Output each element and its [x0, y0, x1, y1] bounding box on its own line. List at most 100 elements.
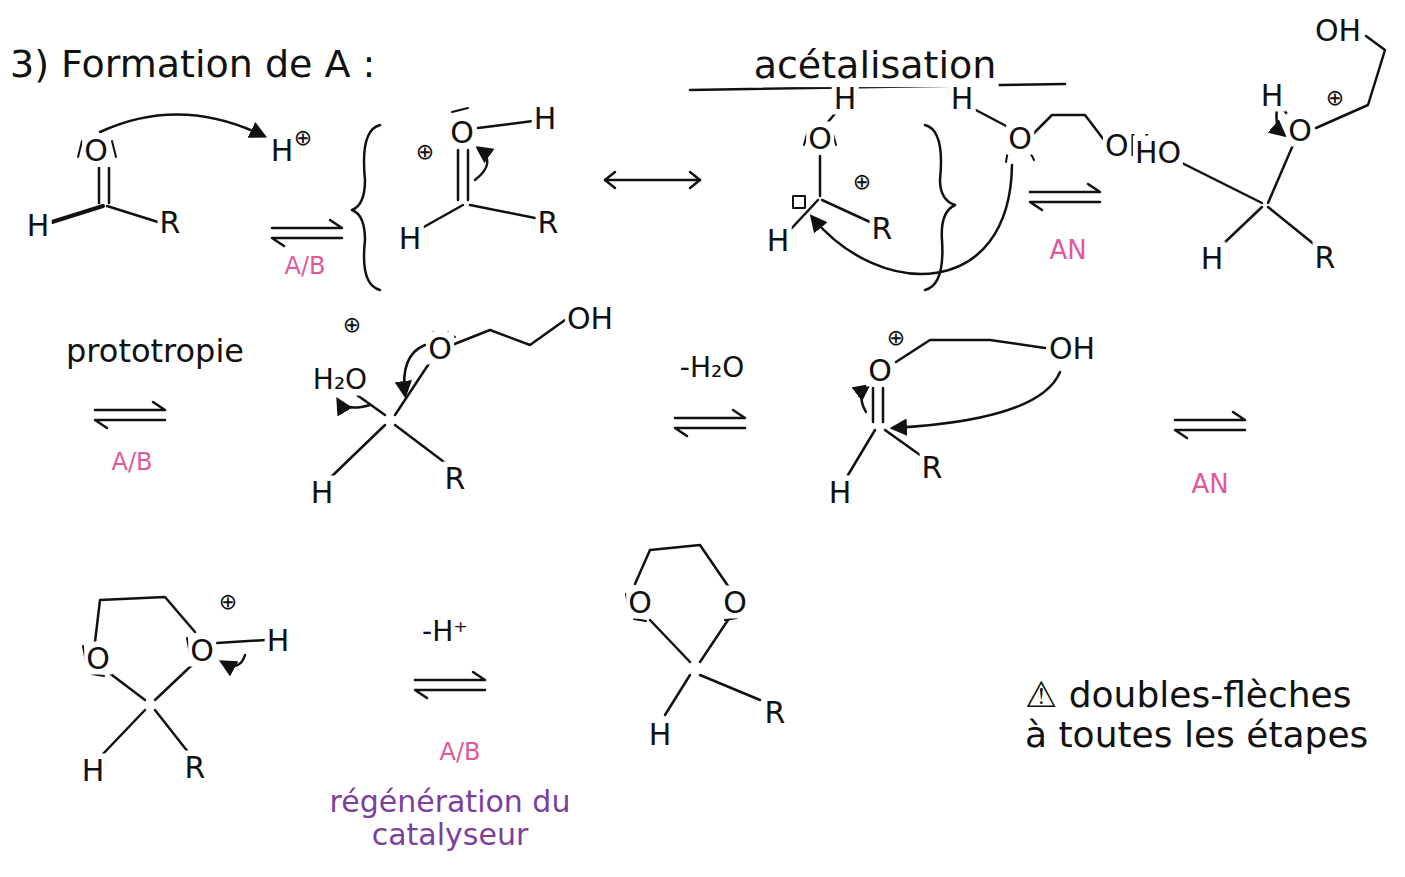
bond	[457, 150, 460, 200]
atom-label: R	[870, 212, 895, 245]
bond	[330, 425, 385, 478]
step-type: A/B	[438, 739, 483, 765]
step-type: AN	[1189, 470, 1230, 499]
curly-arrow	[893, 372, 1060, 428]
bracket	[352, 125, 955, 290]
curly-arrow	[338, 400, 370, 408]
atom-label: O	[721, 586, 749, 619]
atom-label: O	[188, 634, 216, 667]
atom-label: R	[1313, 241, 1338, 274]
step-type: AN	[1047, 236, 1088, 265]
curly-arrow	[404, 345, 425, 395]
bond	[395, 425, 448, 465]
bond	[98, 168, 101, 203]
atom-label: H	[532, 102, 559, 135]
bond	[107, 206, 158, 222]
equilibrium-arrow	[415, 672, 485, 698]
atom-label: H	[25, 209, 52, 242]
charge-sign: ⊕	[292, 126, 314, 150]
atom-label: O	[84, 642, 112, 675]
lone-pair	[112, 141, 116, 157]
atom-label: H₂O	[311, 365, 369, 396]
equilibrium-arrow	[95, 402, 165, 428]
bond	[650, 620, 690, 662]
step-type: A/B	[283, 253, 328, 279]
atom-label: R	[920, 451, 945, 484]
curly-arrow	[100, 100, 1284, 666]
resonance-arrow	[605, 172, 700, 188]
atom-label: OH	[1047, 332, 1097, 365]
bond	[1222, 207, 1262, 245]
equilibrium-arrow	[675, 410, 745, 436]
step-note: prototropie	[64, 334, 246, 369]
atom-label: R	[763, 696, 788, 729]
resonance-arrow	[690, 172, 700, 188]
lone-pair	[78, 108, 1034, 676]
atom-label: H	[397, 222, 424, 255]
bond	[52, 206, 103, 222]
bond	[885, 430, 920, 455]
bracket	[352, 125, 380, 290]
atom-label: O	[426, 332, 454, 365]
bond	[102, 710, 145, 755]
atom-label: R	[443, 462, 468, 495]
bond	[95, 597, 195, 642]
atom-label: H	[949, 82, 976, 115]
bond	[1180, 162, 1262, 203]
bond	[1268, 145, 1293, 203]
bond	[635, 545, 728, 586]
bond	[848, 430, 875, 475]
atom-label: O	[448, 116, 476, 149]
atom-label: H	[647, 718, 674, 751]
bond	[872, 388, 875, 422]
bond	[822, 200, 870, 222]
atom-label: O	[626, 586, 654, 619]
atom-label: R	[183, 751, 208, 784]
charge-sign: ⊕	[414, 140, 436, 164]
atom-label: OH	[565, 302, 615, 335]
atom-label: H	[765, 224, 792, 257]
catalyst-note: régénération du catalyseur	[288, 785, 612, 851]
equilibrium-arrow	[1030, 184, 1100, 210]
atom-label: O	[1006, 122, 1034, 155]
charge-sign: ⊕	[341, 313, 363, 337]
step-note: -H⁺	[420, 617, 470, 648]
bond	[819, 156, 822, 196]
equilibrium-arrow	[95, 184, 1245, 698]
warning-note: ⚠ doubles-flèches à toutes les étapes	[1023, 675, 1377, 754]
atom-label: O	[866, 354, 894, 387]
empty-orbital	[793, 196, 805, 208]
atom-label: HO	[1133, 136, 1183, 169]
charge-sign: ⊕	[1324, 86, 1346, 110]
bond	[896, 340, 1045, 362]
atom-label: OH	[1313, 14, 1363, 47]
bond	[217, 640, 266, 643]
atom-label: H	[832, 82, 859, 115]
atom-label: O	[1286, 114, 1314, 147]
bracket	[925, 125, 955, 290]
step-note: -H₂O	[678, 353, 746, 384]
curly-arrow	[100, 114, 264, 136]
atom-label: R	[536, 206, 561, 239]
bond	[422, 205, 463, 228]
bond	[1032, 115, 1104, 140]
atom-label: H	[827, 476, 854, 509]
curly-arrow	[812, 165, 1012, 274]
bond	[700, 675, 760, 700]
atom-label: H	[265, 624, 292, 657]
charge-sign: ⊕	[217, 590, 239, 614]
bond	[1268, 207, 1315, 245]
bond	[452, 320, 565, 345]
bond	[1316, 36, 1385, 128]
curly-arrow	[222, 655, 245, 666]
bond	[467, 150, 470, 200]
curly-arrow	[861, 386, 868, 412]
bond	[478, 121, 533, 128]
bond	[395, 362, 430, 415]
bond	[972, 108, 1010, 128]
atom-label: H	[309, 476, 336, 509]
bond	[155, 665, 192, 700]
atom-label: H	[80, 754, 107, 787]
equilibrium-arrow	[1175, 412, 1245, 438]
